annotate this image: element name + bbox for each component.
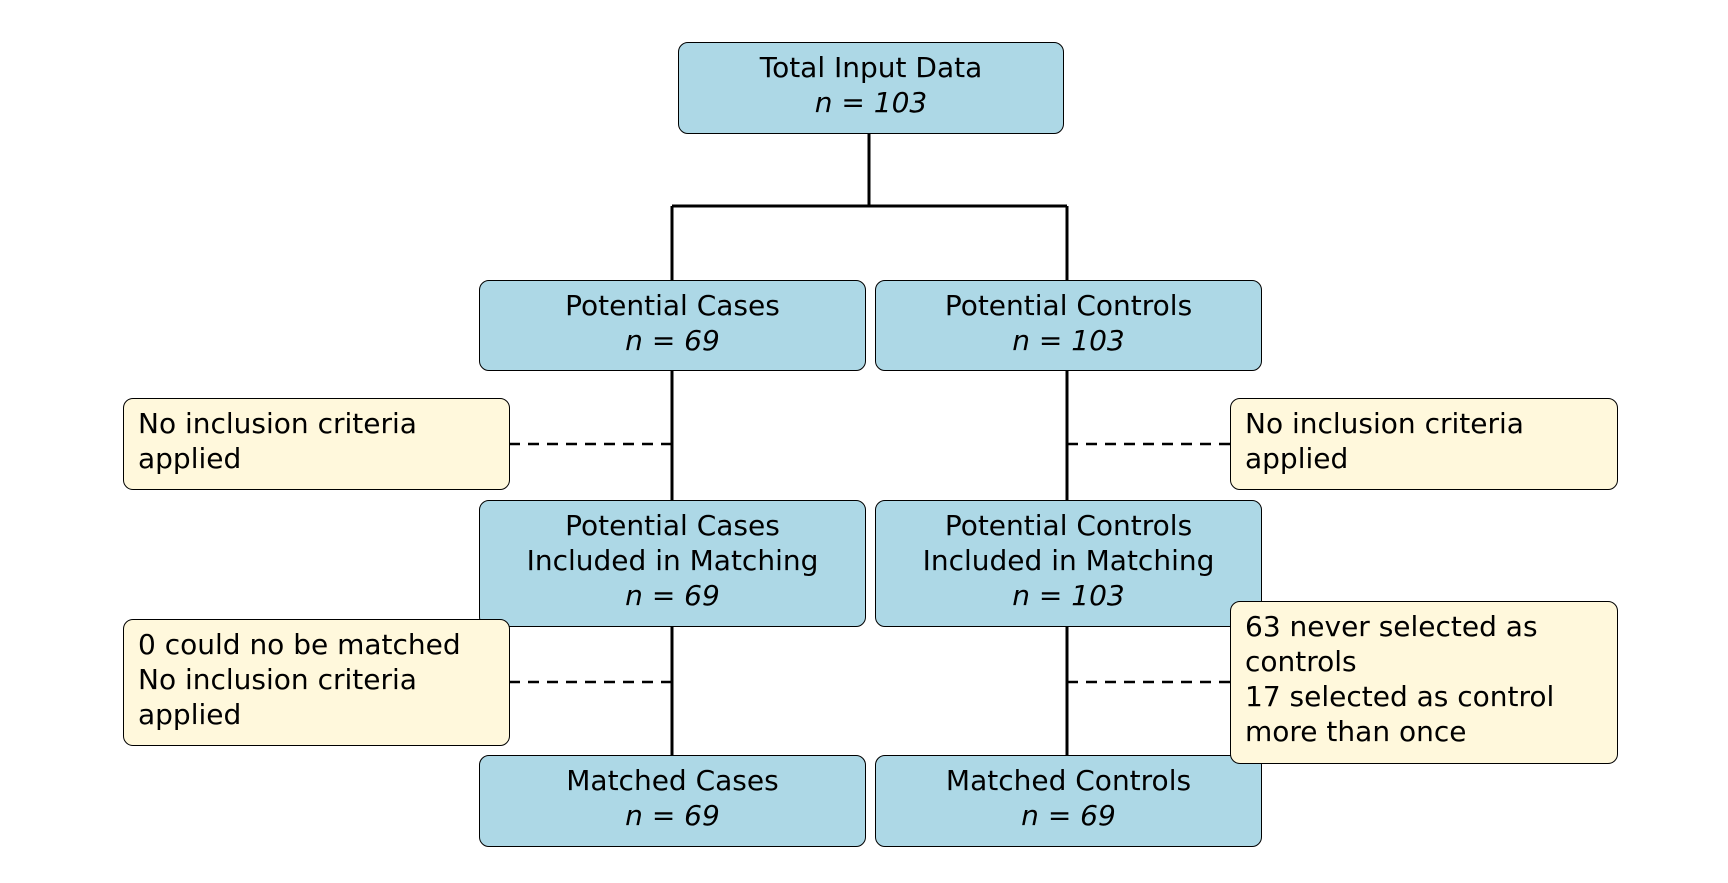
controls-included-line-1: Potential Controls	[944, 509, 1193, 542]
controls-exclusion-line-1: No inclusion criteria	[1245, 407, 1524, 440]
cases-unmatched-note: 0 could no be matched No inclusion crite…	[123, 619, 510, 746]
matched-controls-title: Matched Controls	[945, 764, 1192, 797]
cases-exclusion-line-2: applied	[138, 442, 242, 475]
potential-cases-title: Potential Cases	[565, 289, 780, 322]
controls-unused-line-3: 17 selected as control	[1245, 680, 1555, 713]
total-input-title: Total Input Data	[759, 51, 983, 84]
potential-cases-box: Potential Cases n = 69	[479, 280, 866, 371]
potential-controls-title: Potential Controls	[944, 289, 1193, 322]
total-input-box: Total Input Data n = 103	[678, 42, 1064, 134]
cases-included-line-2: Included in Matching	[526, 544, 819, 577]
cases-included-count: n = 69	[625, 579, 720, 612]
matched-controls-count: n = 69	[1021, 799, 1116, 832]
cases-included-box: Potential Cases Included in Matching n =…	[479, 500, 866, 627]
controls-exclusion-line-2: applied	[1245, 442, 1349, 475]
potential-controls-count: n = 103	[1012, 324, 1125, 357]
controls-unused-line-2: controls	[1245, 645, 1357, 678]
matched-cases-title: Matched Cases	[566, 764, 779, 797]
matched-cases-count: n = 69	[625, 799, 720, 832]
cases-exclusion-line-1: No inclusion criteria	[138, 407, 417, 440]
controls-included-box: Potential Controls Included in Matching …	[875, 500, 1262, 627]
cases-unmatched-line-1: 0 could no be matched	[138, 628, 461, 661]
controls-included-line-2: Included in Matching	[922, 544, 1215, 577]
potential-controls-box: Potential Controls n = 103	[875, 280, 1262, 371]
controls-exclusion-note: No inclusion criteria applied	[1230, 398, 1618, 490]
cases-unmatched-line-2: No inclusion criteria	[138, 663, 417, 696]
controls-unused-note: 63 never selected as controls 17 selecte…	[1230, 601, 1618, 764]
controls-unused-line-1: 63 never selected as	[1245, 610, 1538, 643]
controls-unused-line-4: more than once	[1245, 715, 1467, 748]
cases-exclusion-note: No inclusion criteria applied	[123, 398, 510, 490]
matched-controls-box: Matched Controls n = 69	[875, 755, 1262, 847]
cases-included-line-1: Potential Cases	[565, 509, 780, 542]
cases-unmatched-line-3: applied	[138, 698, 242, 731]
potential-cases-count: n = 69	[625, 324, 720, 357]
matched-cases-box: Matched Cases n = 69	[479, 755, 866, 847]
total-input-count: n = 103	[814, 86, 928, 119]
controls-included-count: n = 103	[1012, 579, 1125, 612]
